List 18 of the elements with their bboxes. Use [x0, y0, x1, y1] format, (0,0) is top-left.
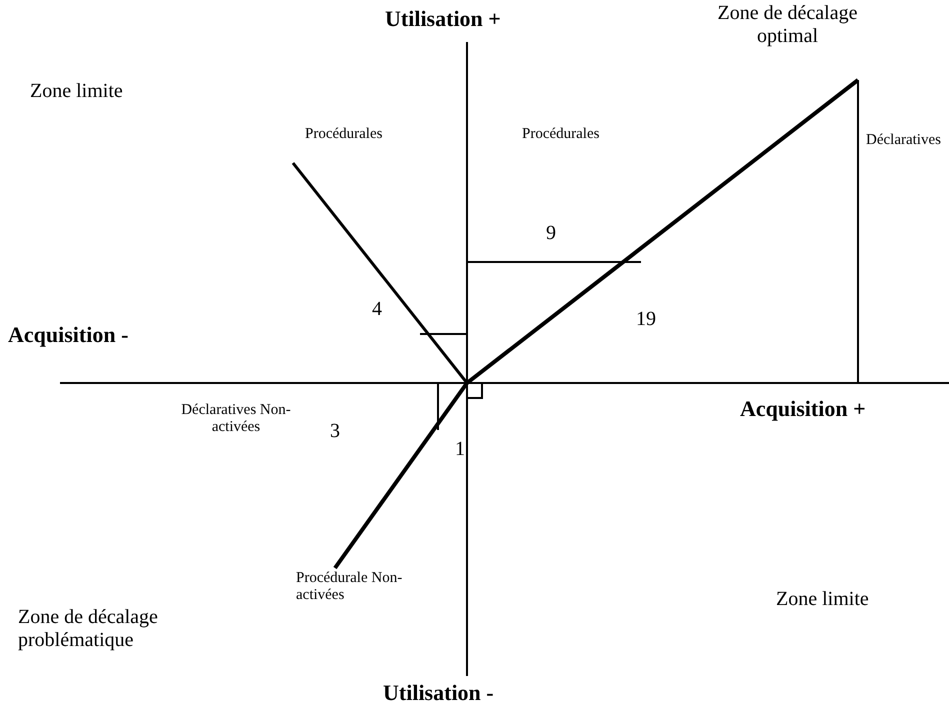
- region-label: Déclaratives: [866, 132, 941, 150]
- zone-label: Zone limite: [30, 80, 123, 103]
- region-number: 1: [455, 438, 465, 461]
- zone-label: Zone limite: [776, 588, 869, 611]
- zone-label: Zone de décalage problématique: [18, 606, 159, 652]
- region-label: Procédurales: [522, 126, 600, 144]
- axis-label: Acquisition -: [8, 322, 128, 348]
- axis-label: Utilisation +: [385, 6, 501, 32]
- zone-label: Zone de décalage optimal: [716, 2, 858, 48]
- region-number: 19: [636, 308, 656, 331]
- region-number: 4: [372, 298, 382, 321]
- region-number: 3: [330, 420, 340, 443]
- axis-label: Utilisation -: [383, 680, 494, 706]
- region-label: Déclaratives Non-activées: [180, 402, 292, 436]
- axis-label: Acquisition +: [740, 396, 866, 422]
- region-number: 9: [546, 222, 556, 245]
- region-label: Procédurales: [305, 126, 382, 144]
- region-label: Procédurale Non-activées: [296, 570, 404, 604]
